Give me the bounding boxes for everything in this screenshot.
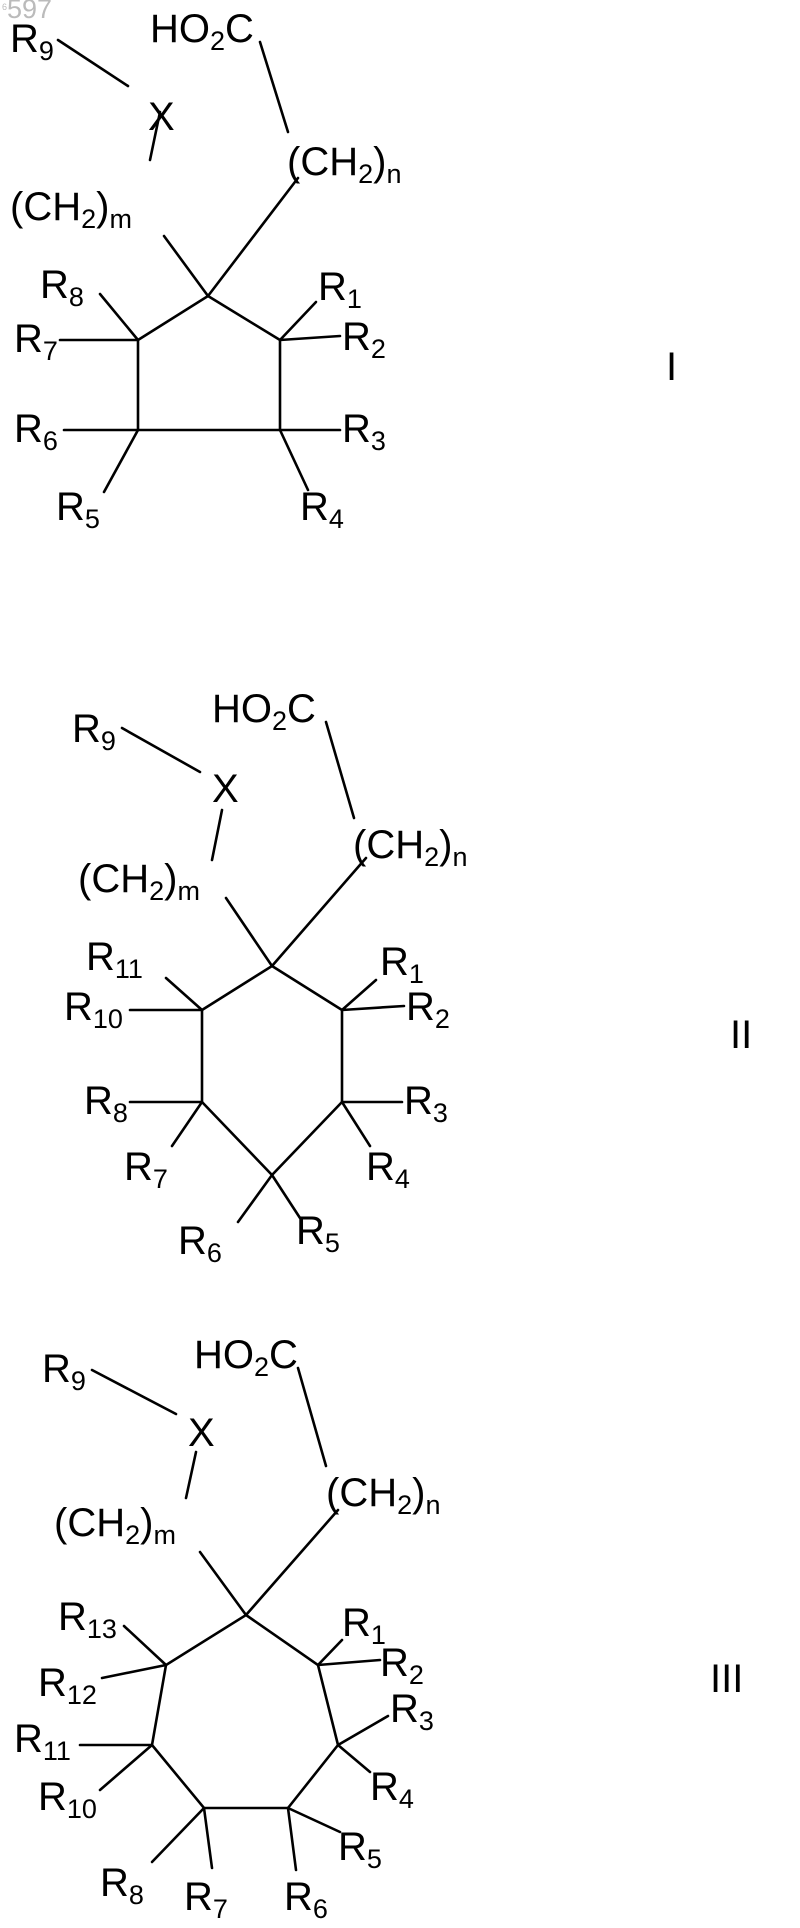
structure-III-r11-label: R11	[14, 1717, 71, 1766]
structure-II-chain-n-label: (CH2)n	[353, 823, 467, 872]
structure-II-r4-label: R4	[366, 1145, 410, 1194]
structure-I-acid-label: HO2C	[150, 7, 254, 56]
structure-III-r4-label: R4	[370, 1765, 414, 1814]
structure-I-chain-n-label: (CH2)n	[287, 140, 401, 189]
structure-II-r5-label: R5	[296, 1209, 340, 1258]
structure-II-numeral: II	[730, 1013, 752, 1057]
structure-II-r10-label: R10	[64, 985, 123, 1034]
structure-II-r2-label: R2	[406, 985, 450, 1034]
structure-II: R9 X HO2C (CH2)n (CH2)m R11 R10 R1 R2 R3…	[64, 687, 752, 1268]
structure-II-r7-label: R7	[124, 1145, 168, 1194]
structure-II-r1-label: R1	[380, 940, 424, 989]
structure-I-r2-label: R2	[342, 315, 386, 364]
structure-I-r8-label: R8	[40, 263, 84, 312]
structure-III-r7-label: R7	[184, 1875, 228, 1924]
structure-III-x-label: X	[188, 1411, 215, 1455]
structure-III-r12-label: R12	[38, 1661, 97, 1710]
structure-III-r3-label: R3	[390, 1687, 434, 1736]
structure-I-r4-label: R4	[300, 485, 344, 534]
structure-III-r10-label: R10	[38, 1775, 97, 1824]
structure-I-r5-label: R5	[56, 485, 100, 534]
structure-III-chain-n-label: (CH2)n	[326, 1471, 440, 1520]
structure-III-acid-label: HO2C	[194, 1333, 298, 1382]
structure-I-r6-label: R6	[14, 407, 58, 456]
structure-II-x-label: X	[212, 767, 239, 811]
structure-III-r5-label: R5	[338, 1825, 382, 1874]
structure-III-r13-label: R13	[58, 1595, 117, 1644]
structure-III-r2-label: R2	[380, 1641, 424, 1690]
structure-II-acid-label: HO2C	[212, 687, 316, 736]
structure-III-r1-label: R1	[342, 1601, 386, 1650]
structure-I-r1-label: R1	[318, 265, 362, 314]
structure-I: R9 X HO2C (CH2)n (CH2)m R8 R7 R1 R2 R3 R…	[10, 7, 677, 534]
structure-III: R9 X HO2C (CH2)n (CH2)m R13 R12 R11 R10 …	[14, 1333, 743, 1924]
structure-I-r3-label: R3	[342, 407, 386, 456]
structure-I-r9-label: R9	[10, 17, 54, 66]
structure-I-numeral: I	[666, 345, 677, 389]
structure-I-chain-m-label: (CH2)m	[10, 185, 132, 234]
structure-II-r8-label: R8	[84, 1079, 128, 1128]
structure-II-r11-label: R11	[86, 935, 143, 984]
structure-III-chain-m-label: (CH2)m	[54, 1501, 176, 1550]
structure-II-r9-label: R9	[72, 707, 116, 756]
structure-III-numeral: III	[710, 1657, 743, 1701]
structure-I-r7-label: R7	[14, 317, 58, 366]
structure-II-bonds	[122, 722, 404, 1222]
structure-I-x-label: X	[148, 95, 175, 139]
structure-III-r8-label: R8	[100, 1861, 144, 1910]
structure-III-r6-label: R6	[284, 1875, 328, 1924]
structure-II-r3-label: R3	[404, 1079, 448, 1128]
structure-II-r6-label: R6	[178, 1219, 222, 1268]
structure-II-chain-m-label: (CH2)m	[78, 857, 200, 906]
structure-I-bonds	[58, 40, 340, 492]
structure-III-r9-label: R9	[42, 1347, 86, 1396]
